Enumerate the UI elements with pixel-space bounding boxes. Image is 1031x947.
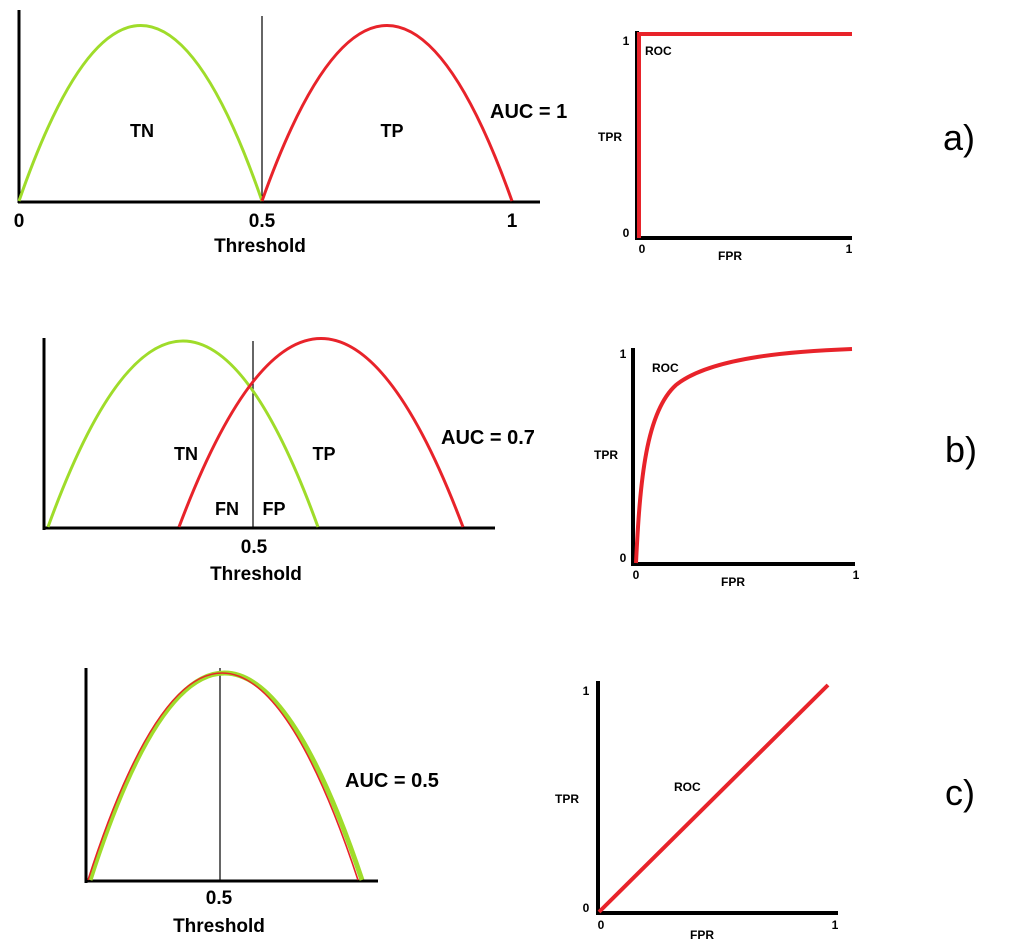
x-tick-label: 0.5 [241, 537, 268, 558]
y-tick-label: 0 [583, 901, 590, 915]
x-tick-label: 0 [598, 918, 605, 932]
positive-curve [260, 24, 514, 202]
y-tick-label: 1 [583, 684, 590, 698]
y-tick-label: 0 [620, 551, 627, 565]
y-tick-label: 1 [623, 34, 630, 48]
y-axis-title: TPR [594, 448, 618, 462]
x-axis-title: FPR [718, 249, 742, 263]
region-label-tn: TN [130, 121, 154, 141]
positive-curve [177, 337, 465, 528]
x-tick-label: 0.5 [206, 888, 233, 909]
x-tick-label: 0 [639, 242, 646, 256]
panel-label-b: b) [945, 429, 977, 470]
roc-curve [597, 683, 830, 914]
auc-label: AUC = 0.7 [441, 427, 535, 449]
roc-chart-a: 1 0 0 1 ROC TPR FPR [598, 31, 853, 263]
x-tick-label: 1 [507, 211, 518, 232]
panel-label-c: c) [945, 772, 975, 813]
auc-label: AUC = 0.5 [345, 770, 439, 792]
distribution-chart-c: 0.5 Threshold AUC = 0.5 [84, 668, 439, 937]
negative-curve [17, 24, 264, 202]
curve-label: ROC [645, 44, 672, 58]
panel-label-a: a) [943, 117, 975, 158]
negative-curve [87, 670, 365, 881]
y-tick-label: 0 [623, 226, 630, 240]
x-axis-title: Threshold [210, 564, 302, 585]
distribution-chart-b: TN TP FN FP 0.5 Threshold AUC = 0.7 [42, 337, 535, 585]
x-axis-title: FPR [721, 575, 745, 589]
x-axis-title: Threshold [173, 916, 265, 937]
region-label-fn: FN [215, 499, 239, 519]
region-label-tp: TP [380, 121, 403, 141]
positive-curve [87, 672, 359, 881]
y-tick-label: 1 [620, 347, 627, 361]
roc-curve [637, 32, 852, 238]
region-label-tp: TP [312, 444, 335, 464]
x-tick-label: 1 [853, 568, 860, 582]
roc-curve [634, 347, 853, 564]
auc-label: AUC = 1 [490, 101, 567, 123]
x-tick-label: 0 [633, 568, 640, 582]
region-label-fp: FP [262, 499, 285, 519]
curve-label: ROC [652, 361, 679, 375]
region-label-tn: TN [174, 444, 198, 464]
x-axis-title: FPR [690, 928, 714, 942]
x-tick-label: 0 [14, 211, 25, 232]
y-axis-title: TPR [598, 130, 622, 144]
distribution-chart-a: TN TP 0 0.5 1 Threshold AUC = 1 [14, 10, 567, 257]
negative-curve [46, 339, 320, 528]
curve-label: ROC [674, 780, 701, 794]
roc-chart-b: 1 0 0 1 ROC TPR FPR [594, 347, 860, 589]
y-axis-title: TPR [555, 792, 579, 806]
roc-chart-c: 1 0 0 1 ROC TPR FPR [555, 681, 839, 942]
x-tick-label: 1 [832, 918, 839, 932]
x-tick-label: 1 [846, 242, 853, 256]
x-tick-label: 0.5 [249, 211, 276, 232]
x-axis-title: Threshold [214, 236, 306, 257]
